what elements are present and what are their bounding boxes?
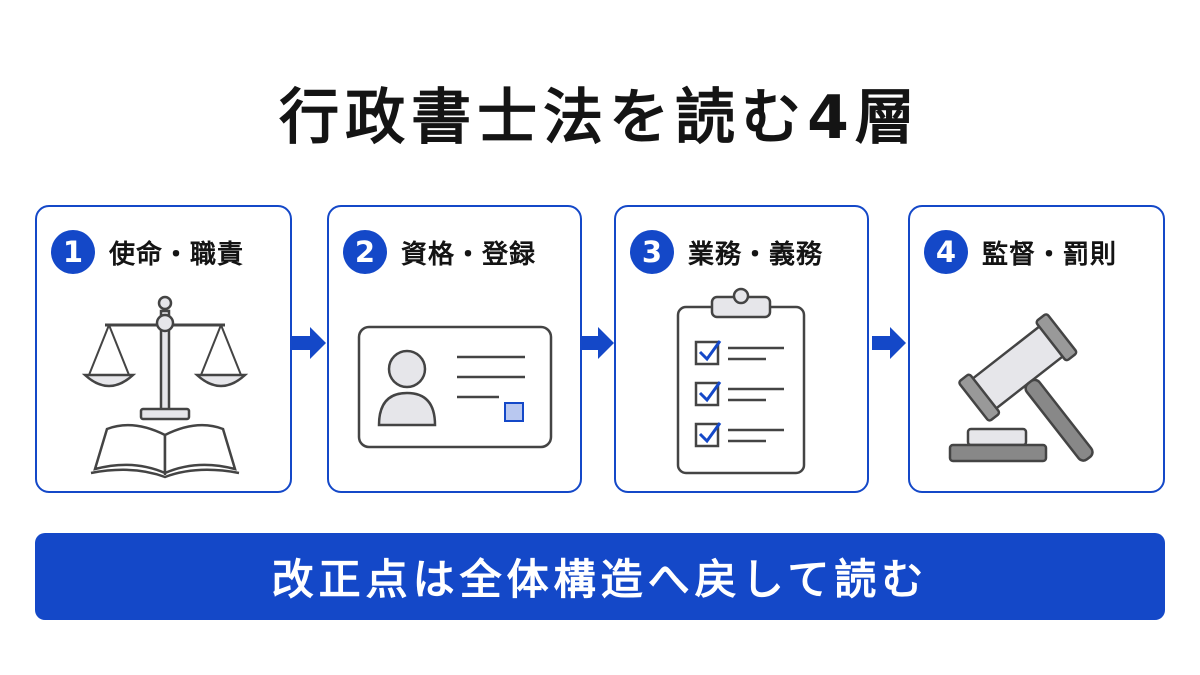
- step-number-1: 1: [51, 230, 95, 274]
- summary-banner-text: 改正点は全体構造へ戻して読む: [271, 555, 929, 604]
- step-number-2: 2: [343, 230, 387, 274]
- step-label-4: 監督・罰則: [982, 239, 1118, 270]
- scales-and-book-icon: [81, 295, 249, 479]
- step-label-2: 資格・登録: [401, 239, 537, 270]
- step-card-1: 1 使命・職責: [35, 205, 292, 493]
- step-header-3: 3 業務・義務: [630, 229, 823, 275]
- arrow-right-icon: [580, 327, 614, 359]
- step-header-2: 2 資格・登録: [343, 229, 536, 275]
- arrow-right-icon: [292, 327, 326, 359]
- page-title: 行政書士法を読む4層: [279, 83, 921, 153]
- step-header-1: 1 使命・職責: [51, 229, 244, 275]
- step-label-3: 業務・義務: [688, 239, 824, 270]
- checklist-clipboard-icon: [676, 287, 806, 475]
- gavel-icon: [948, 313, 1094, 463]
- arrow-right-icon: [872, 327, 906, 359]
- step-header-4: 4 監督・罰則: [924, 229, 1117, 275]
- step-card-3: 3 業務・義務: [614, 205, 869, 493]
- step-card-4: 4 監督・罰則: [908, 205, 1165, 493]
- summary-banner: 改正点は全体構造へ戻して読む: [35, 533, 1165, 620]
- step-number-3: 3: [630, 230, 674, 274]
- id-card-icon: [357, 325, 553, 449]
- step-number-4: 4: [924, 230, 968, 274]
- step-card-2: 2 資格・登録: [327, 205, 582, 493]
- step-label-1: 使命・職責: [109, 239, 245, 270]
